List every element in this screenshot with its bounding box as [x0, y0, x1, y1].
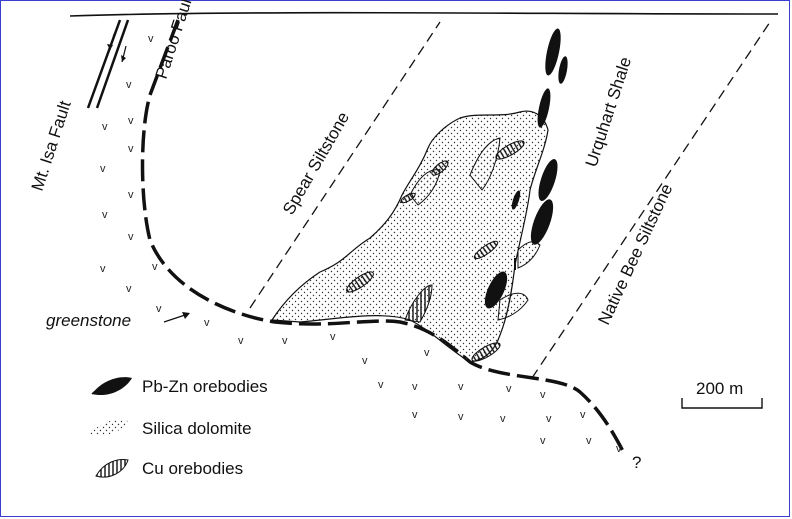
svg-text:v: v — [540, 389, 546, 401]
svg-text:v: v — [100, 163, 106, 175]
svg-text:v: v — [282, 335, 288, 347]
svg-text:v: v — [546, 413, 552, 425]
legend-label-silica-dolomite: Silica dolomite — [142, 419, 252, 438]
legend-cu-icon — [96, 460, 128, 478]
legend-label-cu: Cu orebodies — [142, 459, 243, 478]
svg-text:v: v — [378, 379, 384, 391]
svg-text:v: v — [238, 335, 244, 347]
svg-text:v: v — [500, 413, 506, 425]
svg-text:v: v — [506, 383, 512, 395]
label-urquhart-shale: Urquhart Shale — [582, 55, 635, 170]
label-native-bee-siltstone: Native Bee Siltstone — [594, 181, 676, 328]
svg-text:v: v — [156, 303, 162, 315]
svg-text:v: v — [458, 381, 464, 393]
svg-text:v: v — [580, 409, 586, 421]
scale-bar: 200 m — [682, 379, 762, 408]
svg-text:v: v — [152, 261, 158, 273]
svg-text:v: v — [128, 189, 134, 201]
svg-text:v: v — [412, 381, 418, 393]
svg-text:v: v — [100, 263, 106, 275]
svg-text:v: v — [424, 347, 430, 359]
svg-text:v: v — [204, 317, 210, 329]
label-greenstone: greenstone — [46, 311, 131, 330]
svg-text:v: v — [148, 33, 154, 45]
svg-text:v: v — [540, 435, 546, 447]
legend-silica-dolomite-icon — [90, 420, 128, 436]
svg-text:v: v — [128, 143, 134, 155]
svg-text:v: v — [458, 411, 464, 423]
svg-text:v: v — [126, 283, 132, 295]
label-paroo-fault: Paroo Fault — [152, 0, 197, 81]
svg-text:v: v — [412, 409, 418, 421]
svg-text:v: v — [102, 209, 108, 221]
legend: Pb-Zn orebodies Silica dolomite Cu orebo… — [90, 377, 268, 478]
svg-text:v: v — [330, 331, 336, 343]
svg-text:v: v — [128, 115, 134, 127]
svg-text:v: v — [126, 79, 132, 91]
mt-isa-fault-line — [88, 20, 128, 108]
svg-text:v: v — [102, 121, 108, 133]
greenstone-arrow-icon — [164, 312, 190, 322]
scale-bar-label: 200 m — [696, 379, 743, 398]
svg-text:v: v — [616, 443, 622, 455]
label-mt-isa-fault: Mt. Isa Fault — [28, 98, 75, 193]
label-question: ? — [632, 453, 641, 472]
label-spear-siltstone: Spear Siltstone — [279, 109, 353, 218]
svg-text:v: v — [128, 231, 134, 243]
legend-pb-zn-icon — [92, 377, 132, 395]
svg-text:v: v — [586, 435, 592, 447]
legend-label-pb-zn: Pb-Zn orebodies — [142, 377, 268, 396]
svg-text:v: v — [362, 355, 368, 367]
